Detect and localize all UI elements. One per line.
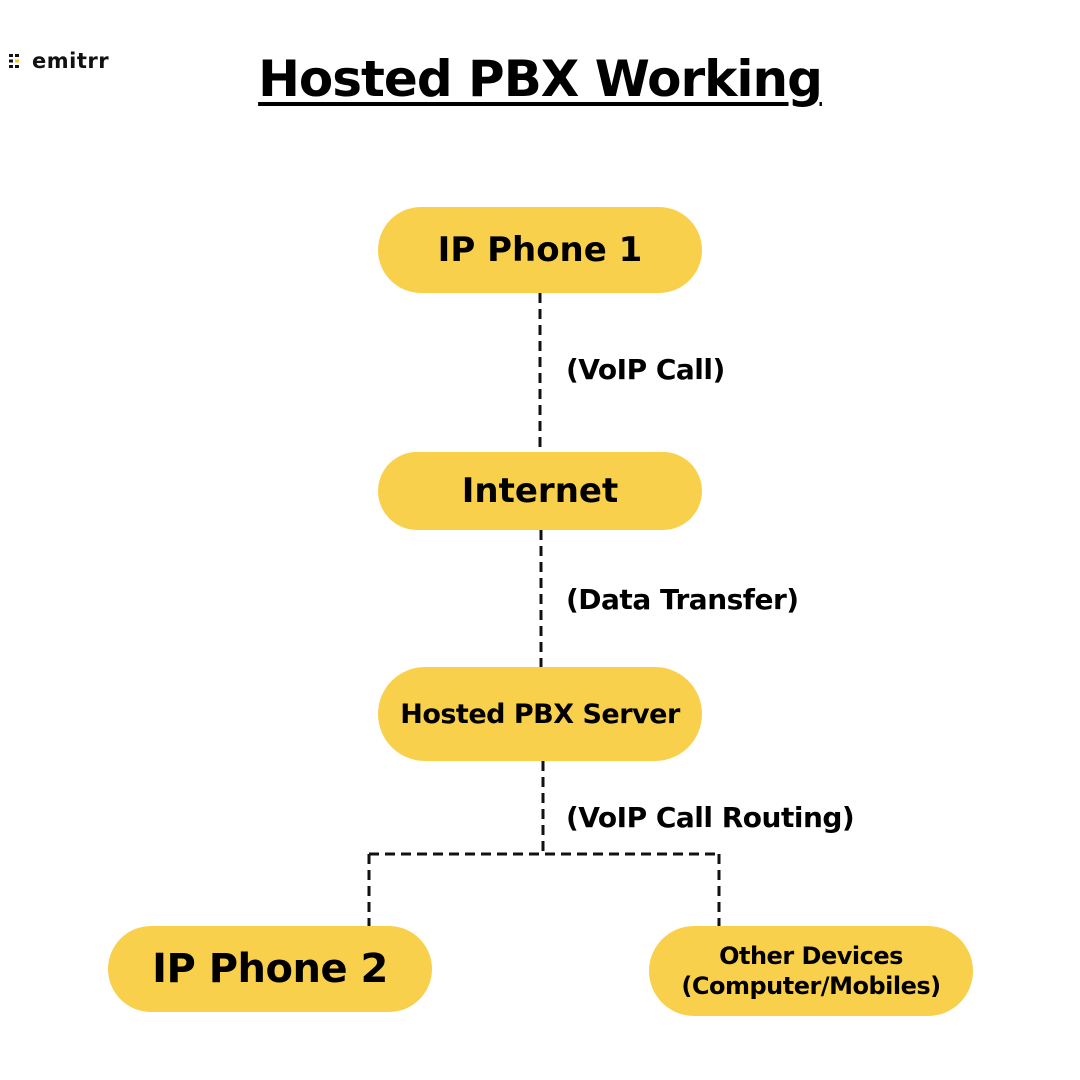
node-ip-phone-2: IP Phone 2 bbox=[108, 926, 432, 1012]
node-other-devices-line1: Other Devices bbox=[719, 942, 903, 970]
node-other-devices-line2: (Computer/Mobiles) bbox=[681, 972, 941, 1000]
edge-label-voip-call: (VoIP Call) bbox=[566, 353, 725, 386]
node-internet-label: Internet bbox=[461, 471, 619, 511]
diagram-title: Hosted PBX Working bbox=[0, 44, 1080, 114]
node-internet: Internet bbox=[378, 452, 702, 530]
node-hosted-pbx-server-label: Hosted PBX Server bbox=[400, 698, 680, 730]
edge-label-voip-call-routing: (VoIP Call Routing) bbox=[566, 801, 855, 834]
edge-label-data-transfer: (Data Transfer) bbox=[566, 583, 799, 616]
diagram-title-text: Hosted PBX Working bbox=[258, 50, 823, 108]
logo-text: emitrr bbox=[32, 48, 110, 73]
node-hosted-pbx-server: Hosted PBX Server bbox=[378, 667, 702, 761]
node-ip-phone-2-label: IP Phone 2 bbox=[152, 946, 388, 992]
node-ip-phone-1-label: IP Phone 1 bbox=[437, 230, 643, 270]
brand-logo: emitrr bbox=[8, 46, 109, 76]
node-other-devices: Other Devices (Computer/Mobiles) bbox=[649, 926, 973, 1016]
node-ip-phone-1: IP Phone 1 bbox=[378, 207, 702, 293]
emitrr-logo-icon bbox=[9, 54, 19, 68]
